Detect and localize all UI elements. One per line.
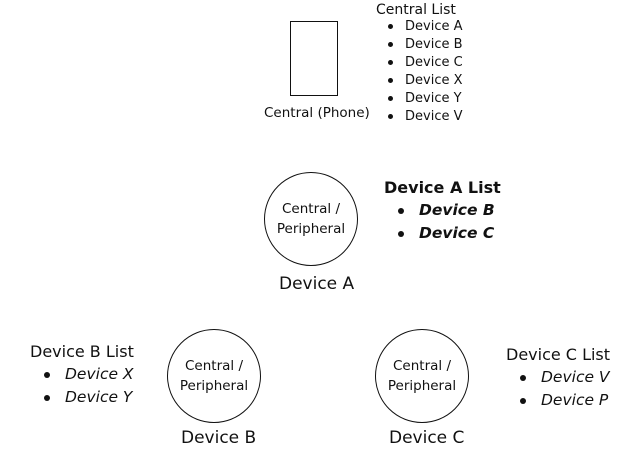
device-c-role: Central / Peripheral (387, 358, 457, 394)
bullet-icon (520, 375, 526, 381)
device-b-role: Central / Peripheral (179, 358, 249, 394)
bullet-icon (398, 208, 404, 214)
device-b-circle: Central / Peripheral (167, 329, 261, 423)
list-item: Device A (376, 18, 463, 36)
list-item: Device P (506, 389, 610, 412)
device-b-label: Device B (181, 428, 257, 448)
phone-rectangle (290, 21, 338, 96)
central-list-title: Central List (376, 2, 456, 18)
device-a-circle: Central / Peripheral (264, 172, 358, 266)
central-list: Central List Device A Device B Device C … (376, 2, 463, 126)
list-item: Device B (376, 36, 463, 54)
bullet-icon (44, 395, 50, 401)
bullet-icon (520, 398, 526, 404)
list-item: Device C (376, 54, 463, 72)
bullet-icon (388, 96, 393, 101)
bullet-icon (388, 114, 393, 119)
device-c-list-title: Device C List (506, 345, 611, 364)
bullet-icon (388, 60, 393, 65)
list-item: Device Y (376, 90, 463, 108)
list-item: Device X (376, 72, 463, 90)
device-c-label: Device C (389, 428, 465, 448)
device-a-label: Device A (279, 274, 355, 294)
bullet-icon (388, 78, 393, 83)
bullet-icon (44, 372, 50, 378)
bullet-icon (388, 42, 393, 47)
list-item: Device V (506, 366, 610, 389)
device-a-list-title: Device A List (384, 178, 501, 197)
list-item: Device V (376, 108, 463, 126)
device-a-list: Device A List Device B Device C (384, 177, 501, 245)
central-phone-label: Central (Phone) (264, 105, 370, 121)
list-item: Device C (384, 222, 501, 245)
device-c-list: Device C List Device V Device P (506, 344, 610, 412)
list-item: Device Y (30, 386, 134, 409)
list-item: Device X (30, 363, 134, 386)
device-b-list: Device B List Device X Device Y (30, 341, 134, 409)
device-b-list-title: Device B List (30, 342, 134, 361)
device-c-circle: Central / Peripheral (375, 329, 469, 423)
list-item: Device B (384, 199, 501, 222)
device-a-role: Central / Peripheral (276, 201, 346, 237)
bullet-icon (398, 231, 404, 237)
bullet-icon (388, 24, 393, 29)
